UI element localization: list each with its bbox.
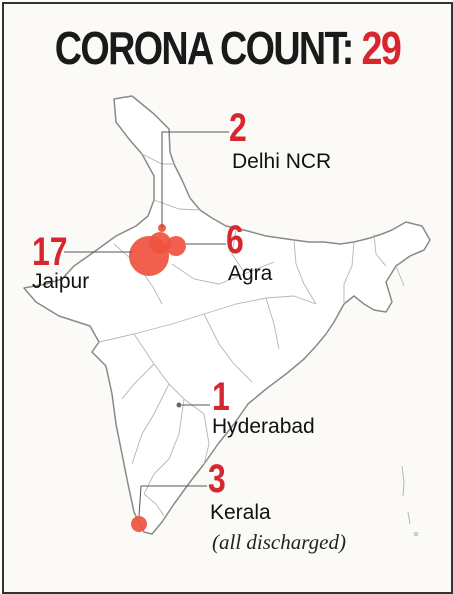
total-count: 29 <box>361 22 402 74</box>
title-text: CORONA COUNT: <box>54 22 355 74</box>
india-outline <box>23 95 431 535</box>
jaipur-count: 17 <box>32 230 68 274</box>
outbreak-markers <box>129 224 186 532</box>
agra-count: 6 <box>226 218 244 262</box>
page-title: CORONA COUNT: 29 <box>44 22 411 74</box>
agra-marker <box>166 236 186 256</box>
hyderabad-marker <box>176 402 182 408</box>
kerala-label: Kerala <box>210 501 271 524</box>
islands <box>401 465 418 536</box>
kerala-note: (all discharged) <box>212 530 346 554</box>
kerala-marker <box>131 516 147 532</box>
agra-label: Agra <box>228 262 273 285</box>
hyderabad-label: Hyderabad <box>212 415 315 438</box>
hyderabad-count: 1 <box>212 375 230 419</box>
india-map <box>23 95 431 536</box>
kerala-count: 3 <box>208 457 226 501</box>
delhi-count: 2 <box>229 106 247 150</box>
leader-lines <box>64 131 229 517</box>
jaipur-label: Jaipur <box>32 270 90 293</box>
state-borders <box>98 153 405 517</box>
jaipur-marker-2 <box>149 232 171 254</box>
delhi-label: Delhi NCR <box>232 150 332 173</box>
